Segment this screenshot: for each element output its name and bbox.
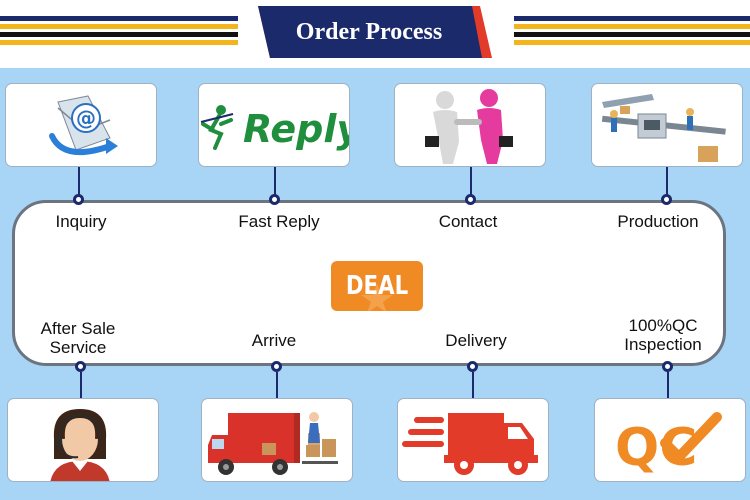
card-production <box>591 83 743 167</box>
card-inquiry: @ <box>5 83 157 167</box>
step-dot-inquiry <box>73 194 84 205</box>
reply-logo-icon: Reply <box>200 105 350 151</box>
header: Order Process <box>0 0 750 68</box>
step-label-contact: Contact <box>438 212 498 231</box>
truck-unloading-icon <box>208 412 338 475</box>
step-label-qc-inspection: 100%QC Inspection <box>624 316 702 354</box>
step-label-fast-reply: Fast Reply <box>238 212 320 231</box>
step-label-production: Production <box>617 212 699 231</box>
title-banner: Order Process <box>258 6 492 58</box>
step-dot-after-sale <box>75 361 86 372</box>
headset-operator-icon <box>50 409 110 481</box>
step-dot-delivery <box>467 361 478 372</box>
step-dot-arrive <box>271 361 282 372</box>
step-label-after-sale-service: After Sale Service <box>40 319 116 357</box>
header-stripes-left <box>0 16 238 50</box>
deal-badge-text: DEAL <box>345 271 409 301</box>
svg-text:@: @ <box>76 106 96 130</box>
card-qc-inspection: QC <box>594 398 746 482</box>
star-icon <box>361 283 393 311</box>
fast-truck-icon <box>402 413 538 475</box>
header-stripes-right <box>514 16 750 50</box>
step-label-inquiry: Inquiry <box>55 212 107 231</box>
step-dot-fast-reply <box>269 194 280 205</box>
card-fast-reply: Reply <box>198 83 350 167</box>
step-dot-qc <box>662 361 673 372</box>
qc-check-icon: QC <box>615 412 722 478</box>
step-dot-contact <box>465 194 476 205</box>
step-label-arrive: Arrive <box>251 331 297 350</box>
reply-logo-text: Reply <box>243 107 350 151</box>
step-dot-production <box>661 194 672 205</box>
deal-badge: DEAL <box>331 261 423 311</box>
handshake-icon <box>425 89 513 164</box>
email-at-icon: @ <box>49 95 118 155</box>
page-title: Order Process <box>295 19 443 45</box>
factory-line-icon <box>601 94 726 162</box>
card-arrive <box>201 398 353 482</box>
card-delivery <box>397 398 549 482</box>
card-contact <box>394 83 546 167</box>
step-label-delivery: Delivery <box>445 331 507 350</box>
card-after-sale-service <box>7 398 159 482</box>
